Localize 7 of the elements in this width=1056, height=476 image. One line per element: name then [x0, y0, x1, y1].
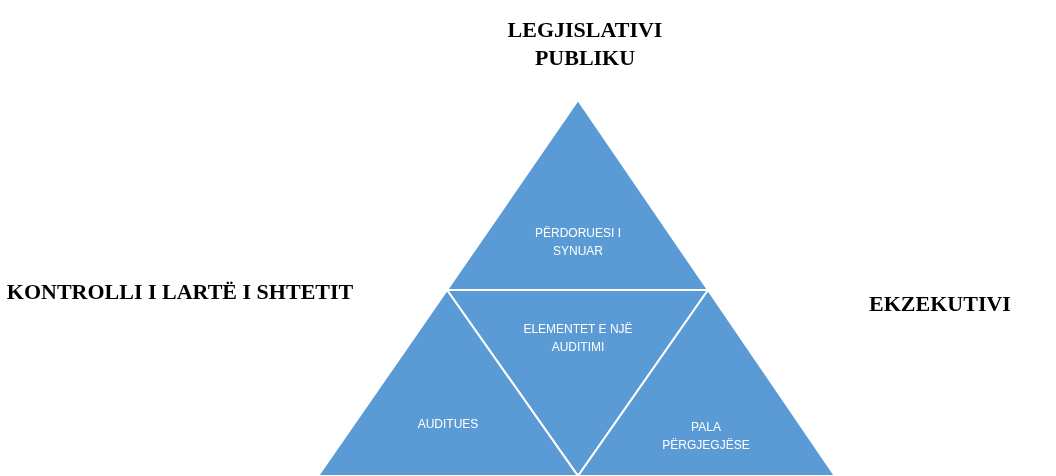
segment-label: AUDITUES [416, 416, 480, 433]
segment-label: PËRDORUESI I SYNUAR [534, 225, 622, 260]
segment-label: PALA PËRGJEGJËSE [661, 419, 751, 454]
group-heading: LEGJISLATIVI PUBLIKU [506, 16, 664, 72]
group-heading: KONTROLLI I LARTË I SHTETIT [5, 278, 355, 306]
group-heading: EKZEKUTIVI [868, 290, 1012, 318]
segment-label: ELEMENTET E NJË AUDITIMI [523, 321, 633, 356]
